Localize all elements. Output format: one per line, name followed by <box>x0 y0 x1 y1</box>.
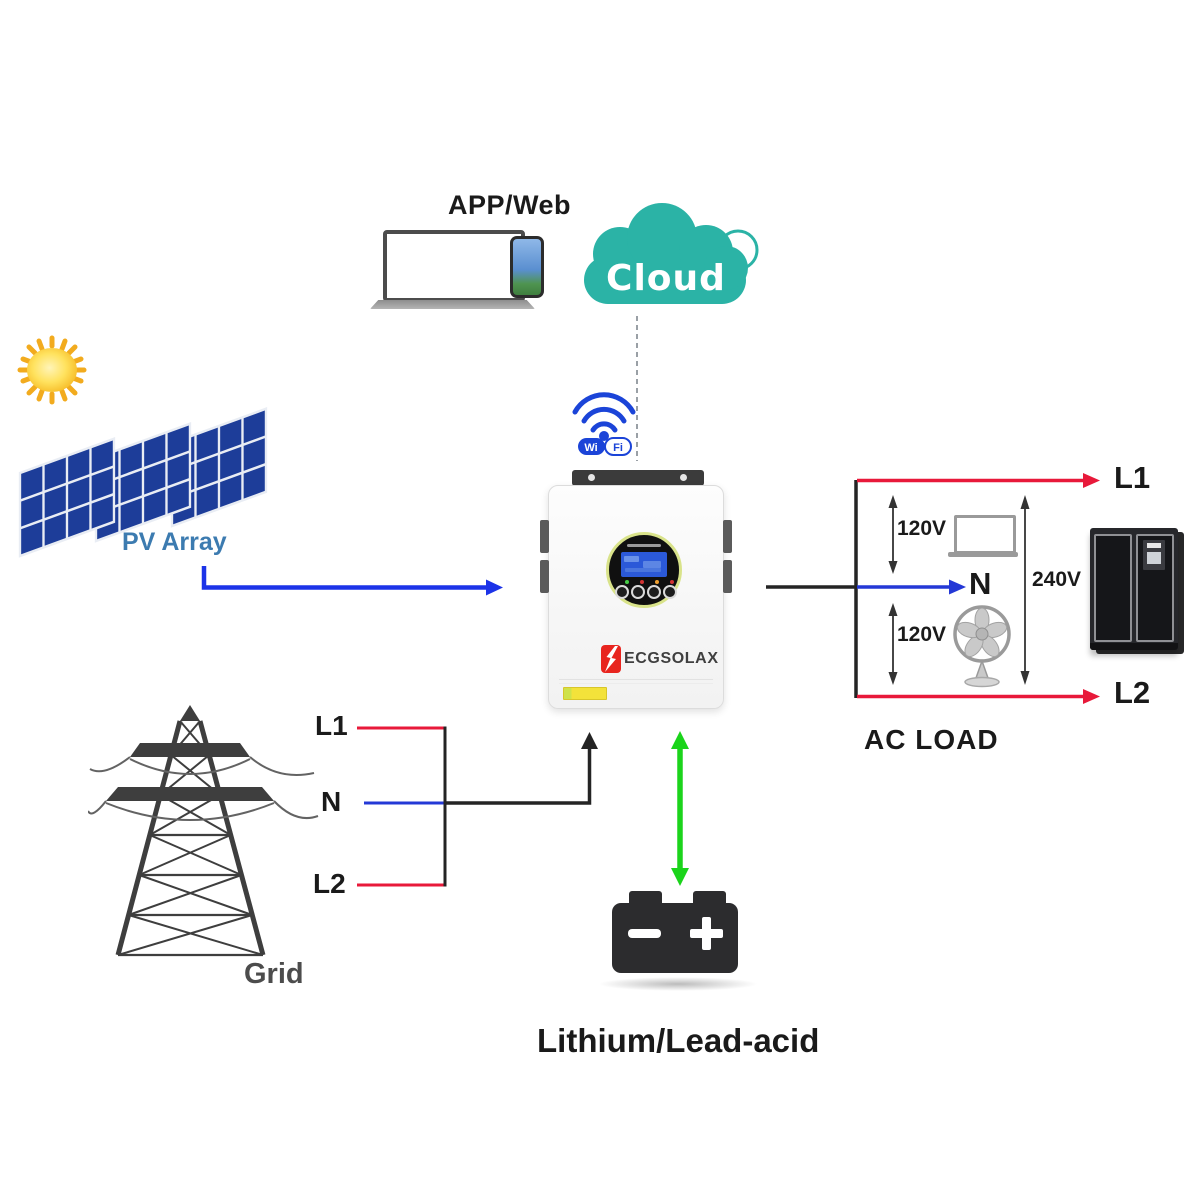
inverter-fin <box>723 520 732 553</box>
display-button[interactable] <box>615 585 629 599</box>
v120-top-label: 120V <box>897 517 947 540</box>
pv-panel-1 <box>18 437 116 558</box>
grid-l2-label: L2 <box>313 868 346 899</box>
inverter-fin <box>540 520 549 553</box>
ac-n-label: N <box>969 566 992 601</box>
warning-sticker <box>563 687 607 700</box>
battery-charge-arrow <box>671 731 689 886</box>
smartphone-screen <box>513 239 541 295</box>
status-led-red <box>640 580 644 584</box>
display-button[interactable] <box>663 585 677 599</box>
laptop-icon <box>370 230 535 310</box>
lcd-display-panel <box>606 532 682 608</box>
brand-logo-icon <box>601 645 621 673</box>
inverter-body: ECGSOLAX <box>540 485 732 709</box>
ac-laptop-icon <box>948 515 1018 559</box>
ac-l1-label: L1 <box>1114 460 1151 495</box>
grid-feed-arrow <box>445 732 598 805</box>
body-seam <box>559 683 713 684</box>
cabinet-icon <box>1090 528 1178 650</box>
cabinet-control-panel <box>1143 540 1165 570</box>
v120-bottom-measure-arrow <box>888 603 898 685</box>
grid-label: Grid <box>244 958 304 990</box>
v240-label: 240V <box>1032 568 1082 591</box>
battery-minus-icon <box>628 929 661 938</box>
ac-load-label: AC LOAD <box>864 724 999 755</box>
brand-logo: ECGSOLAX <box>601 644 719 674</box>
inverter-fin <box>540 560 549 593</box>
battery-body <box>612 903 738 973</box>
ac-l2-arrow <box>857 689 1100 704</box>
smartphone-icon <box>510 236 544 298</box>
wifi-icon: Wi Fi <box>572 392 636 456</box>
display-button[interactable] <box>631 585 645 599</box>
status-led-green <box>625 580 629 584</box>
laptop-screen <box>383 230 525 302</box>
ac-laptop-base <box>948 552 1018 557</box>
sun-icon <box>17 335 87 405</box>
v240-measure-arrow <box>1020 495 1030 685</box>
wifi-wi-label: Wi <box>584 442 597 454</box>
laptop-base <box>370 300 535 309</box>
battery-shadow <box>598 977 758 991</box>
fan-icon <box>953 605 1011 688</box>
cabinet-door-right <box>1136 534 1174 642</box>
ac-l1-arrow <box>857 473 1100 488</box>
mount-screw-right <box>680 474 687 481</box>
status-led-red2 <box>670 580 674 584</box>
pv-panel-3 <box>170 407 268 528</box>
brand-name: ECGSOLAX <box>624 650 719 667</box>
cloud-label: Cloud <box>606 258 726 299</box>
ac-laptop-screen <box>954 515 1016 554</box>
app-web-label: APP/Web <box>448 190 572 220</box>
pv-dc-arrow <box>201 566 503 596</box>
mount-screw-left <box>588 474 595 481</box>
v120-top-measure-arrow <box>888 495 898 574</box>
grid-n-label: N <box>321 786 342 817</box>
ac-l2-label: L2 <box>1114 675 1151 710</box>
status-led-amber <box>655 580 659 584</box>
wifi-fi-label: Fi <box>613 442 623 454</box>
battery-terminal-neg <box>629 891 662 906</box>
inverter-device: ECGSOLAX <box>540 466 736 716</box>
inverter-mount-bar <box>572 470 704 486</box>
inverter-fin <box>723 560 732 593</box>
battery-icon <box>598 891 758 996</box>
cabinet-base <box>1090 643 1178 650</box>
cloud-icon: Cloud <box>584 203 759 304</box>
pv-array-label: PV Array <box>122 528 227 556</box>
battery-label: Lithium/Lead-acid <box>537 1022 820 1059</box>
lcd-screen <box>621 552 667 577</box>
body-seam <box>559 679 713 680</box>
solar-panels-icon <box>18 407 268 558</box>
display-title-strip <box>627 544 661 547</box>
battery-terminal-pos <box>693 891 726 906</box>
grid-l1-label: L1 <box>315 710 348 741</box>
v120-bottom-label: 120V <box>897 623 947 646</box>
cabinet-door-left <box>1094 534 1132 642</box>
display-button[interactable] <box>647 585 661 599</box>
transmission-tower-icon <box>88 705 319 957</box>
ac-n-arrow <box>857 579 966 595</box>
